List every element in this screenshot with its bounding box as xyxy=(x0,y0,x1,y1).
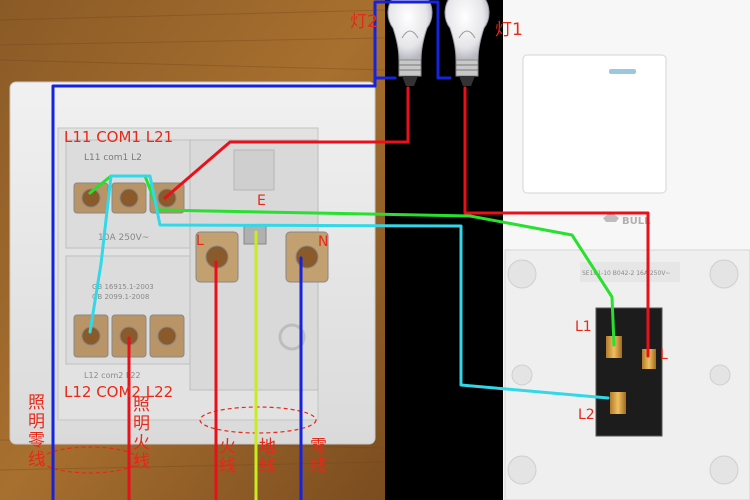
terminal-l xyxy=(642,349,656,369)
label-top-terminals: L11 COM1 L21 xyxy=(64,128,173,146)
lamp-1-socket xyxy=(455,59,479,77)
switch-indicator xyxy=(609,69,636,74)
terminal-l1 xyxy=(606,336,622,358)
switch-cover xyxy=(522,54,667,194)
label-earth: 地线 xyxy=(259,437,276,476)
wire-l21-lamp2 xyxy=(163,86,410,200)
mount-hole-mr xyxy=(709,364,731,386)
print-standard-1: GB 16915.1-2003 xyxy=(92,283,154,291)
lamp-2-socket xyxy=(398,59,422,77)
wire-traveler-l2 xyxy=(88,174,610,400)
print-rating: 10A 250V~ xyxy=(98,233,149,243)
label-live: 火线 xyxy=(219,437,236,476)
annotations: 灯2 灯1 L11 COM1 L21 L12 COM2 L22 L E N L1… xyxy=(28,12,668,476)
print-bottom-labels: L12 com2 L22 xyxy=(84,371,141,380)
label-switch-l: L xyxy=(660,347,668,363)
mount-hole-tl xyxy=(507,259,537,289)
label-outlet-neutral: N xyxy=(318,234,328,250)
bull-logo-icon xyxy=(603,212,619,222)
label-lighting-live: 照明火线 xyxy=(133,395,150,472)
switch-brand: BULL xyxy=(622,216,651,227)
wire-lighting-neutral xyxy=(51,0,452,500)
print-top-labels: L11 com1 L2 xyxy=(84,153,142,163)
print-standard-2: GB 2099.1-2008 xyxy=(92,293,149,301)
switch-mechanism xyxy=(595,307,663,437)
terminals-top xyxy=(73,182,185,214)
label-lighting-neutral: 照明零线 xyxy=(28,393,45,470)
mount-hole-tr xyxy=(709,259,739,289)
label-switch-l1: L1 xyxy=(575,319,592,335)
lighting-bundle-marker xyxy=(41,446,139,474)
outlet-terminals xyxy=(195,225,329,283)
terminals-bottom xyxy=(73,314,185,358)
mount-hole-br xyxy=(709,455,739,485)
wire-lamp1-switch-l xyxy=(463,86,650,358)
earth-block xyxy=(233,149,275,191)
lamp-2-tip xyxy=(402,76,418,86)
mount-hole-bl xyxy=(507,455,537,485)
label-switch-l2: L2 xyxy=(578,407,595,423)
lamp-1-tip xyxy=(459,76,475,86)
switch-print: SE101-10 B042-2 16A 250V~ xyxy=(582,270,670,277)
terminal-l2 xyxy=(610,392,626,414)
label-outlet-live: L xyxy=(196,233,204,249)
label-neutral: 零线 xyxy=(310,437,327,476)
lamp-2 xyxy=(387,0,433,86)
label-bottom-terminals: L12 COM2 L22 xyxy=(64,383,173,401)
label-outlet-earth: E xyxy=(257,193,266,209)
switch-print-area xyxy=(580,262,680,282)
outlet-logo xyxy=(278,323,306,351)
lamp-2-label: 灯2 xyxy=(350,12,378,32)
black-gap xyxy=(385,0,503,500)
outlet-bundle-marker xyxy=(199,406,317,434)
lamp-1 xyxy=(444,0,490,86)
switch-assembly: BULL SE101-10 B042-2 16A 250V~ xyxy=(504,54,750,500)
mount-hole-ml xyxy=(511,364,533,386)
lamp-1-label: 灯1 xyxy=(495,20,523,40)
